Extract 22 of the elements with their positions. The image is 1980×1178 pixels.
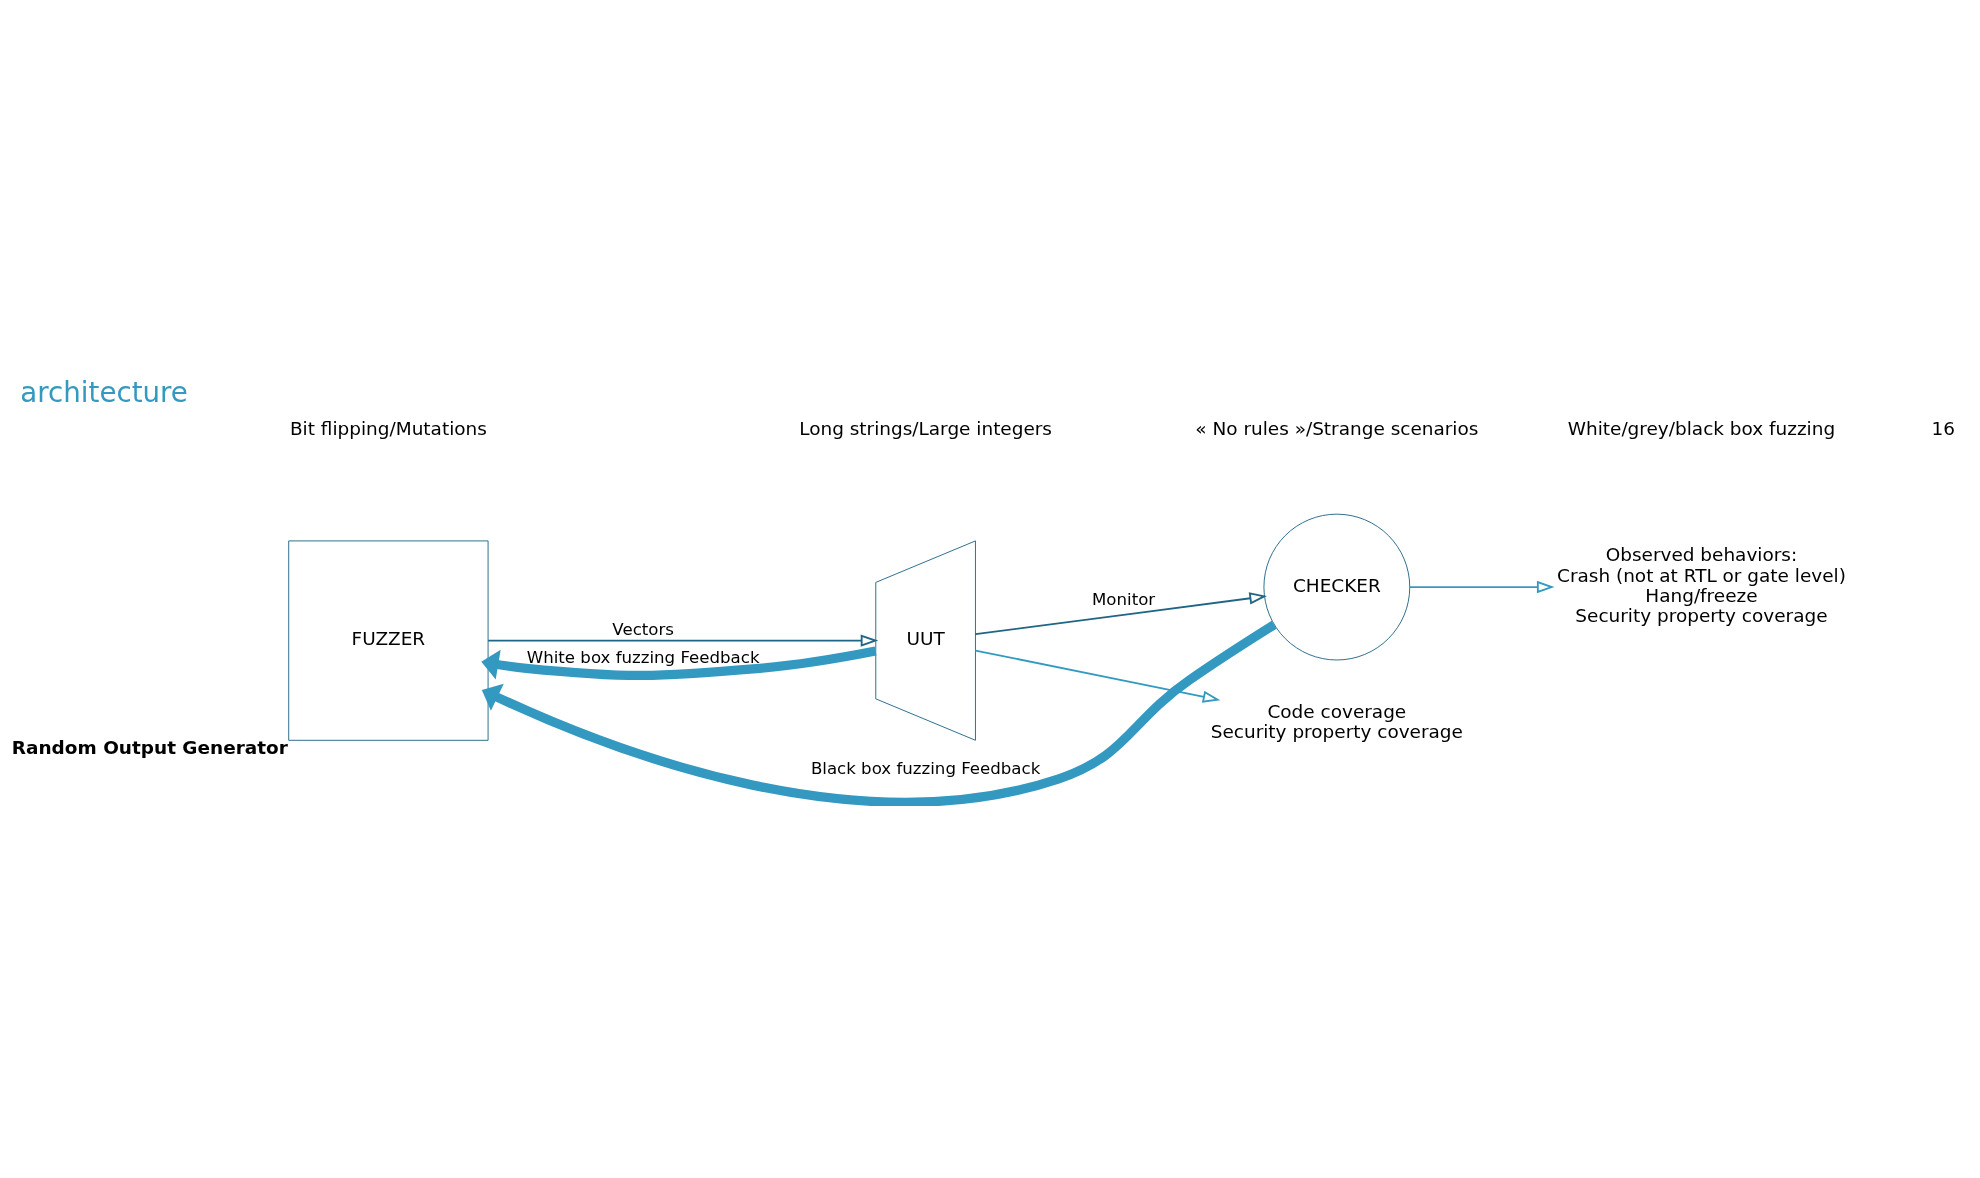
node-label: Random Output Generator [11,737,288,759]
arrow [974,649,1221,703]
arrow [487,634,879,647]
label: White/grey/black box fuzzing [1567,417,1836,439]
label: « No rules »/Strange scenarios [1195,417,1479,439]
node-text: Code coverage Security property coverage [1210,701,1463,743]
label: Long strings/Large integers [799,417,1053,439]
node-box: UUT [875,540,976,741]
diagram-title: architecture [20,375,188,409]
node-text: Observed behaviors: Crash (not at RTL or gate level) Hang/freeze Security property coverage [1557,544,1846,627]
edge-label: Vectors [612,620,674,640]
arrow [481,646,877,681]
label: Bit flipping/Mutations [289,417,487,439]
edge-label: White box fuzzing Feedback [526,648,760,668]
edge-label: Black box fuzzing Feedback [810,758,1041,778]
arrow [481,620,1277,806]
edge-label: Monitor [1092,589,1156,609]
arrow [1408,580,1555,594]
node-circle: CHECKER [1263,513,1411,661]
node-box: FUZZER [288,540,489,741]
label: 16 [1931,417,1956,439]
arrow [974,592,1267,636]
